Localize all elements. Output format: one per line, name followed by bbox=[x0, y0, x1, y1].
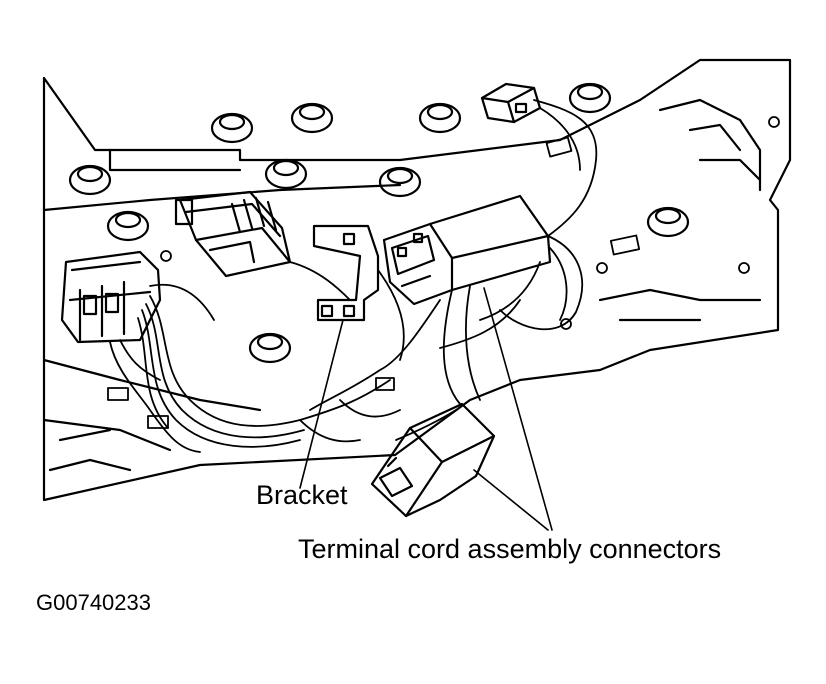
leader-line-connector-upper bbox=[483, 287, 553, 531]
terminal-connector-upper bbox=[382, 194, 552, 306]
figure-id: G00740233 bbox=[36, 590, 151, 615]
bolt-head bbox=[264, 158, 308, 190]
plate-holes bbox=[107, 116, 780, 429]
bolt-heads bbox=[68, 82, 690, 364]
small-top-connector bbox=[480, 82, 542, 124]
left-harness-connector bbox=[60, 250, 162, 344]
valve-body-plate bbox=[42, 58, 792, 502]
bolt-head bbox=[568, 82, 612, 114]
leader-lines bbox=[299, 287, 553, 531]
leader-line-bracket bbox=[299, 319, 344, 489]
bolt-head bbox=[290, 102, 334, 134]
terminal-connector-lower bbox=[370, 402, 496, 518]
bolt-head bbox=[378, 166, 422, 198]
bolt-head bbox=[68, 164, 112, 196]
bolt-head bbox=[210, 112, 254, 144]
center-block-connector bbox=[174, 190, 292, 278]
bolt-head bbox=[248, 332, 292, 364]
bolt-head bbox=[418, 102, 462, 134]
bracket bbox=[312, 224, 380, 322]
wire-harness bbox=[109, 99, 598, 453]
label-terminal-cord-connectors: Terminal cord assembly connectors bbox=[298, 534, 722, 564]
bolt-head bbox=[106, 210, 150, 242]
bolt-head bbox=[646, 206, 690, 238]
leader-line-connector-lower bbox=[473, 469, 549, 531]
label-bracket: Bracket bbox=[256, 480, 348, 510]
